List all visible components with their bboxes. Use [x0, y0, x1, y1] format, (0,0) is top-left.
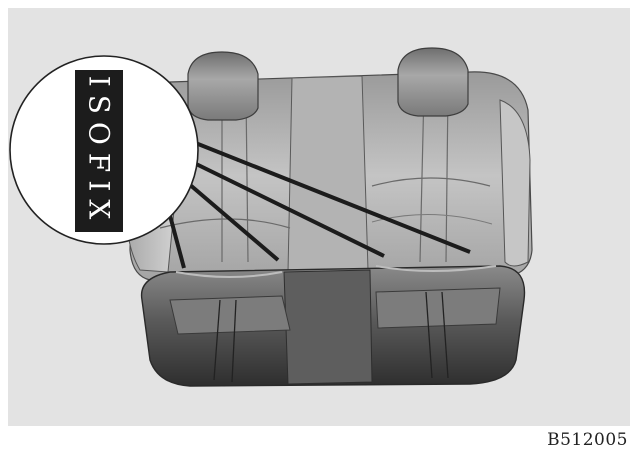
left-headrest — [188, 52, 258, 120]
isofix-label-box: ISOFIX — [75, 70, 123, 232]
right-headrest — [398, 48, 468, 116]
isofix-label: ISOFIX — [83, 75, 116, 227]
cushion-center — [284, 270, 372, 384]
figure-code: B512005 — [547, 430, 628, 450]
